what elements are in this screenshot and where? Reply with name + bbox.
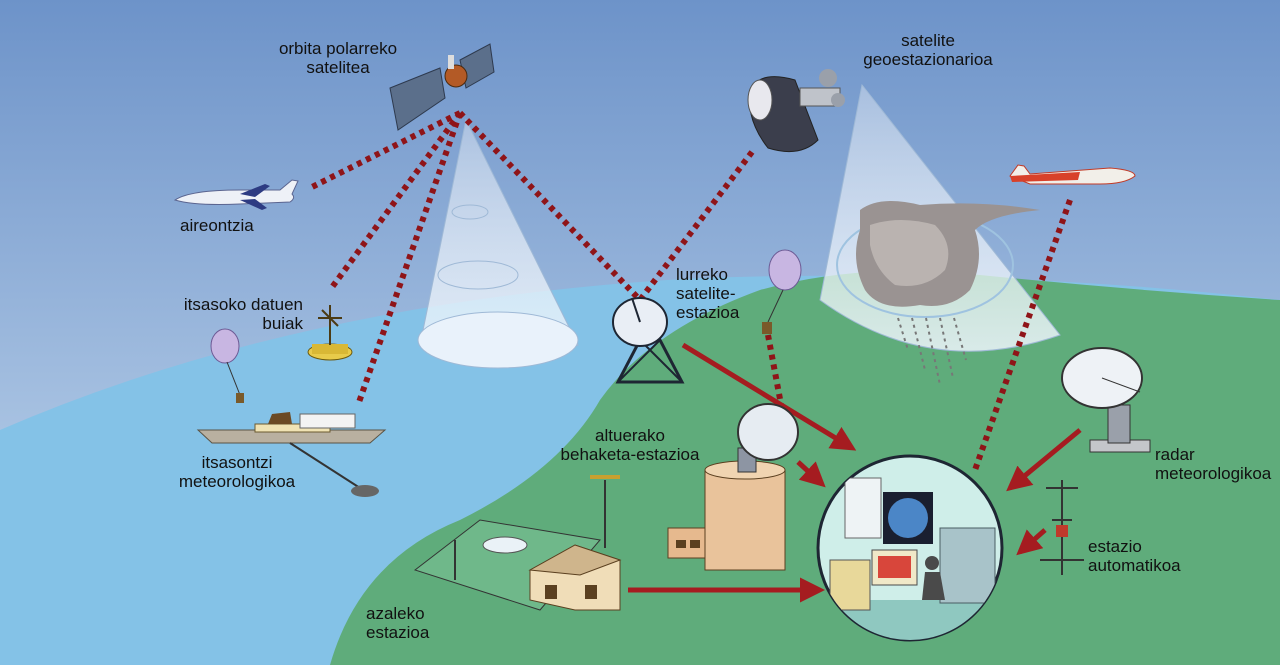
label-geo-satellite: satelite geoestazionarioa [863,31,993,69]
airplane-right-icon [1009,164,1136,185]
label-radar: radar meteorologikoa [1155,445,1272,483]
rain [897,317,967,386]
polar-satellite-icon [389,43,495,131]
upper-air-station-icon [667,403,799,571]
label-auto-station: estazio automatikoa [1088,537,1181,575]
label-ship: itsasontzi meteorologikoa [178,453,296,491]
data-links [308,110,1073,471]
storm-cloud [856,201,1040,307]
geo-satellite-icon [747,69,845,153]
label-surface-station: azaleko estazioa [366,604,430,642]
polar-satellite-scan-cone [417,118,579,369]
weather-balloon-sea-icon [210,328,244,403]
label-polar-satellite: orbita polarreko satelitea [278,39,398,77]
surface-station-icon [413,475,622,611]
label-ground-station: lurreko satelite- estazioa [676,265,740,322]
automatic-station-icon [1040,480,1084,575]
buoy-icon [307,305,353,361]
data-flow-arrows [628,342,1082,603]
weather-balloon-land-icon [762,249,802,334]
ground-satellite-dish-icon [612,297,685,384]
weather-ship-icon [196,412,387,497]
label-buoys: itsasoko datuen buiak [183,295,303,333]
label-upper-air-station: altuerako behaketa-estazioa [560,426,700,464]
airplane-icon [173,179,299,210]
label-aircraft: aireontzia [180,216,254,235]
weather-radar-icon [1061,347,1151,453]
